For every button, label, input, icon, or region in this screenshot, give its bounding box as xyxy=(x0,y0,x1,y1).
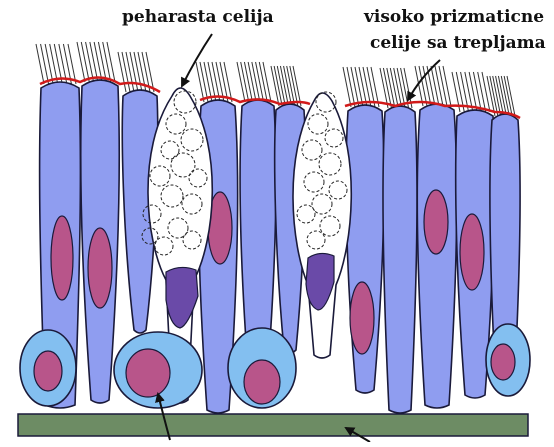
cilia-tuft-6 xyxy=(271,66,301,106)
goblet-cell-label: peharasta celija xyxy=(122,7,274,27)
basement-membrane xyxy=(18,414,528,436)
ciliated-cells-label-line2: celije sa trepljama xyxy=(370,33,546,53)
columnar-cell-9 xyxy=(417,104,456,408)
cilia-tuft-5 xyxy=(237,62,271,102)
columnar-nucleus-2 xyxy=(88,228,112,308)
ciliated-cells-label-line1: visoko prizmaticne xyxy=(364,7,544,27)
basal-nucleus-2 xyxy=(126,349,170,397)
cilia-tuft-2 xyxy=(77,42,115,82)
goblet-nucleus xyxy=(166,267,198,328)
goblet-cell-2 xyxy=(293,92,351,358)
columnar-nucleus-10 xyxy=(460,214,484,290)
columnar-cell-8 xyxy=(383,106,417,413)
basal-nucleus-4 xyxy=(491,344,515,380)
basal-nucleus-1 xyxy=(34,351,62,391)
cilia-tuft-9 xyxy=(415,66,451,106)
columnar-nucleus-1 xyxy=(51,216,73,300)
columnar-nucleus-9 xyxy=(424,190,448,254)
columnar-nucleus-7 xyxy=(350,282,374,354)
basal-nucleus-3 xyxy=(244,360,280,404)
